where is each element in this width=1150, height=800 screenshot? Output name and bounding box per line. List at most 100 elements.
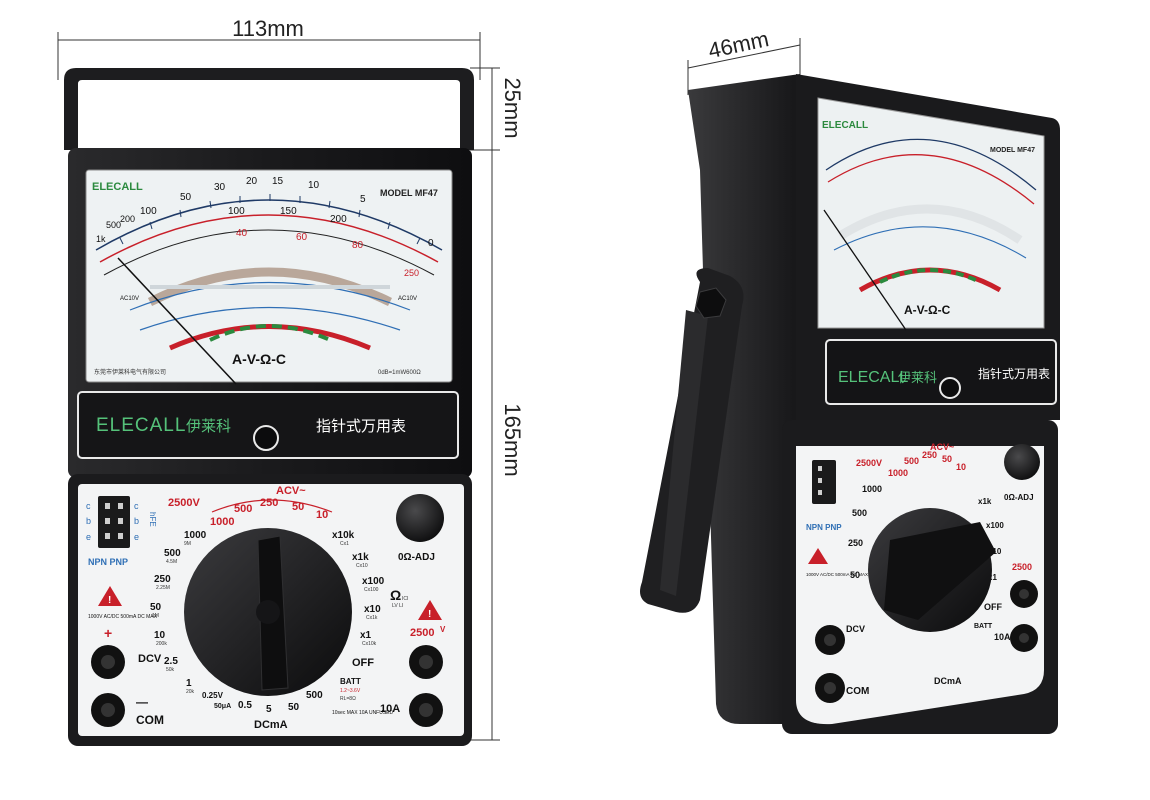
dial-model: MODEL MF47 — [380, 188, 438, 198]
side-meter-depth — [688, 74, 800, 724]
scale-mid-2: 200 — [330, 214, 347, 225]
logo-cn: 伊莱科 — [186, 418, 231, 435]
dcv-500: 500 — [164, 548, 181, 559]
ohm-x1k: x1k — [352, 552, 369, 563]
side-selector-pointer[interactable] — [884, 522, 996, 620]
acv-500: 500 — [234, 503, 252, 515]
side-warn-text: 1000V AC/DC 500mA DC MAX — [806, 572, 868, 577]
scale-left-1: 1k — [96, 234, 106, 244]
scale-right-1: 250 — [404, 268, 419, 278]
acv-250: 250 — [260, 497, 278, 509]
side-npn-pnp: NPN PNP — [806, 523, 842, 532]
side-dcv-50: 50 — [850, 570, 860, 580]
pin-c1: c — [86, 501, 91, 511]
dimension-lines — [57, 32, 801, 741]
com-label: COM — [136, 713, 164, 727]
warn-text: 1000V AC/DC 500mA DC MAX — [88, 614, 158, 620]
side-zero-adjust-knob[interactable] — [1004, 444, 1040, 480]
side-dcma-label: DCmA — [934, 676, 962, 686]
carry-handle — [64, 68, 474, 150]
scale-mid-4: 60 — [296, 232, 308, 243]
ohm-lv: LV LI — [392, 603, 403, 609]
side-left-v: 2500V — [856, 458, 882, 468]
side-acv-500: 500 — [904, 456, 919, 466]
side-ohm-x1k: x1k — [978, 497, 992, 506]
scale-mid-1: 150 — [280, 206, 297, 217]
ohm-x10k: x10k — [332, 530, 355, 541]
dcv-2-5: 2.5 — [164, 656, 178, 667]
scale-right-0: 0 — [428, 238, 434, 249]
dcv-sub-1m: 1M — [152, 613, 159, 619]
pin-b2: b — [134, 516, 139, 526]
left-2500v: 2500V — [168, 497, 200, 509]
side-acv-10: 10 — [956, 462, 966, 472]
dcma-label: DCmA — [254, 719, 288, 731]
acv-10: 10 — [316, 509, 328, 521]
acv-50: 50 — [292, 501, 304, 513]
side-dial-brand: ELECALL — [822, 120, 868, 131]
dcv-50: 50 — [150, 602, 162, 613]
dcv-label: DCV — [138, 653, 162, 665]
dim-width-label: 113mm — [232, 16, 304, 41]
hfe-socket[interactable] — [98, 496, 130, 548]
side-hfe-socket[interactable] — [812, 460, 836, 504]
dial-brand: ELECALL — [92, 181, 143, 193]
side-acv-50: 50 — [942, 454, 952, 464]
scale-mid-3: 40 — [236, 228, 248, 239]
ohm-sub-cx1k: Cx1k — [366, 615, 378, 621]
dcv-sub-50k: 50k — [166, 667, 175, 673]
off-label: OFF — [352, 657, 374, 669]
right-2500-v: V — [440, 625, 446, 634]
scale-top-1: 30 — [214, 182, 226, 193]
side-dcv-1000: 1000 — [862, 484, 882, 494]
dcv-1000: 1000 — [184, 530, 207, 541]
scale-left-3: 100 — [140, 206, 157, 217]
dcv-sub-200k: 200k — [156, 641, 167, 647]
dcma-0-25v: 0.25V — [202, 691, 224, 700]
ohm-zero-adjust-knob[interactable] — [396, 494, 444, 542]
ohm-sub-cx100: Cx100 — [364, 587, 379, 593]
acv-1000: 1000 — [210, 516, 234, 528]
side-logo-text: ELECALL — [838, 369, 908, 386]
zero-adjust-screw[interactable] — [253, 425, 279, 451]
scale-mid-5: 80 — [352, 240, 364, 251]
acv-label: ACV~ — [276, 485, 306, 497]
batt-label: BATT — [340, 677, 361, 686]
dcv-1: 1 — [186, 678, 192, 689]
svg-text:!: ! — [108, 595, 111, 606]
ohm-sub-cx10k: Cx10k — [362, 641, 377, 647]
scale-left-2: 200 — [120, 214, 135, 224]
scale-top-3: 15 — [272, 176, 284, 187]
side-acv-250: 250 — [922, 450, 937, 460]
scale-top-2: 20 — [246, 176, 258, 187]
scale-left-0: 500 — [106, 220, 121, 230]
batt-sub: 1.2~3.6V — [340, 688, 361, 694]
side-acv-1000: 1000 — [888, 468, 908, 478]
dcv-250: 250 — [154, 574, 171, 585]
side-product-cn: 指针式万用表 — [978, 366, 1050, 381]
ohm-x1: x1 — [360, 630, 372, 641]
warning-icon-left — [98, 586, 122, 606]
side-ten-a: 10A — [994, 632, 1011, 642]
dcma-5: 5 — [266, 704, 272, 715]
ohm-sub-cx1: Cx1 — [340, 541, 349, 547]
side-zero-adjust-screw[interactable] — [939, 377, 961, 399]
warning-icon-right — [418, 600, 442, 620]
ohm-icl: ICI — [402, 596, 408, 602]
batt-rl: RL=8Ω — [340, 696, 356, 702]
minus-label: — — [136, 695, 148, 709]
scale-ac-right: AC10V — [398, 296, 417, 302]
zero-adj-label: 0Ω-ADJ — [398, 552, 435, 563]
dcv-10: 10 — [154, 630, 166, 641]
dial-maker: 东莞市伊莱科电气有限公司 — [94, 368, 166, 376]
side-ohm-x1: x1 — [988, 573, 997, 582]
scale-mid-0: 100 — [228, 206, 245, 217]
ten-a-label: 10A — [380, 703, 400, 715]
product-cn: 指针式万用表 — [316, 418, 406, 435]
pin-c2: c — [134, 501, 139, 511]
scale-label: A-V-Ω-C — [232, 351, 286, 367]
ohm-sub-cx10: Cx10 — [356, 563, 368, 569]
unfused-note: 10sec MAX 10A UNFUSED — [332, 710, 394, 716]
pin-b1: b — [86, 516, 91, 526]
